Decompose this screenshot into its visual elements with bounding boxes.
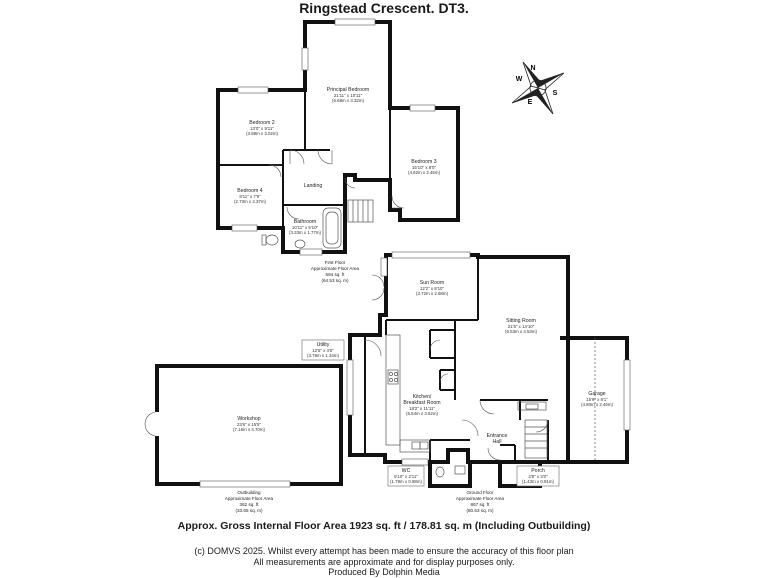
footer: (c) DOMVS 2025. Whilst every attempt has…	[0, 546, 768, 578]
utility-metric: (3.78m x 1.34m)	[307, 353, 340, 358]
outbuilding-sqft: 362 sq. ft	[240, 502, 260, 507]
kitchen-name-line2: Breakfast Room	[403, 400, 440, 406]
sun-room-name: Sun Room	[420, 280, 445, 286]
porch-metric: (1.43m x 0.91m)	[522, 479, 555, 484]
sitting-room-metric: (6.53m x 4.53m)	[505, 329, 538, 334]
sitting-room-imperial: 21'5" x 14'10"	[508, 324, 535, 329]
bathroom-metric: (3.33m x 1.77m)	[289, 230, 322, 235]
porch-imperial: 4'8" x 3'0"	[528, 474, 548, 479]
bedroom4-imperial: 8'11" x 7'9"	[239, 194, 261, 199]
wc-imperial: 5'10" x 2'11"	[394, 474, 418, 479]
compass-w: W	[516, 76, 523, 83]
ground-floor-plan: Sun Room 12'2" x 8'10" (3.72m x 2.68m) S…	[301, 251, 631, 513]
utility-imperial: 12'5" x 4'5"	[312, 348, 334, 353]
first-floor-plan: Principal Bedroom 21'11" x 10'11" (6.68m…	[216, 18, 460, 283]
ground-floor-sqm: (80.63 sq. m)	[466, 508, 494, 513]
wc-name: WC	[402, 468, 411, 474]
ground-floor-label: Ground Floor	[466, 490, 494, 495]
workshop-imperial: 23'6" x 15'5"	[237, 422, 262, 427]
compass-n: N	[530, 65, 535, 72]
footer-disclaimer: (c) DOMVS 2025. Whilst every attempt has…	[194, 546, 574, 556]
ground-floor-area-label: Approximate Floor Area	[456, 496, 505, 501]
landing-name: Landing	[304, 183, 323, 189]
outbuilding-sqm: (33.65 sq. m)	[235, 508, 263, 513]
garage-imperial: 15'9" x 8'1"	[586, 397, 608, 402]
bedroom4-name: Bedroom 4	[237, 188, 262, 194]
bedroom2-metric: (3.98m x 3.02m)	[246, 131, 279, 136]
garage-name: Garage	[588, 391, 605, 397]
utility-name: Utility	[317, 342, 330, 348]
sun-room-metric: (3.72m x 2.68m)	[416, 291, 449, 296]
porch-name: Porch	[531, 468, 545, 474]
compass-s: S	[553, 90, 558, 97]
principal-bedroom-metric: (6.68m x 3.32m)	[332, 98, 365, 103]
outbuilding-label: Outbuilding	[237, 490, 261, 495]
first-floor-area-label: Approximate Floor Area	[311, 266, 360, 271]
footer-measurements-note: All measurements are approximate and for…	[253, 556, 515, 567]
kitchen-imperial: 18'2" x 11'11"	[409, 406, 435, 411]
outbuilding-area-label: Approximate Floor Area	[225, 496, 274, 501]
entrance-hall-name-line1: Entrance	[487, 433, 508, 439]
sitting-room-name: Sitting Room	[506, 318, 536, 324]
garage-metric: (4.80m x 2.46m)	[581, 402, 614, 407]
kitchen-name-line1: Kitchen/	[413, 394, 432, 400]
kitchen-metric: (5.54m x 3.62m)	[406, 411, 439, 416]
bedroom3-name: Bedroom 3	[411, 159, 436, 165]
workshop-name: Workshop	[237, 416, 260, 422]
compass-rose-icon: N W E S	[511, 61, 565, 115]
ground-floor-sqft: 867 sq. ft	[471, 502, 491, 507]
bathroom-imperial: 10'11" x 5'10"	[292, 225, 319, 230]
sun-room-imperial: 12'2" x 8'10"	[420, 286, 445, 291]
footer-producer: Produced By Dolphin Media	[328, 567, 440, 577]
principal-bedroom-imperial: 21'11" x 10'11"	[334, 93, 363, 98]
outbuilding-plan: Workshop 23'6" x 15'5" (7.16m x 4.70m) O…	[144, 364, 343, 513]
compass-e: E	[528, 99, 533, 106]
bedroom2-imperial: 13'0" x 9'11"	[250, 126, 274, 131]
wc-metric: (1.79m x 0.88m)	[390, 479, 423, 484]
bathroom-name: Bathroom	[294, 219, 317, 225]
first-floor-label: First Floor	[325, 260, 346, 265]
bedroom4-metric: (2.73m x 2.37m)	[234, 199, 267, 204]
first-floor-sqft: 694 sq. ft	[326, 272, 346, 277]
entrance-hall-name-line2: Hall	[493, 439, 502, 445]
page-title: Ringstead Crescent. DT3.	[299, 0, 469, 16]
workshop-metric: (7.16m x 4.70m)	[233, 427, 266, 432]
total-floor-area: Approx. Gross Internal Floor Area 1923 s…	[177, 520, 591, 532]
first-floor-sqm: (64.53 sq. m)	[321, 278, 349, 283]
bedroom3-imperial: 15'10" x 8'0"	[412, 165, 437, 170]
bedroom3-metric: (4.82m x 2.45m)	[408, 170, 441, 175]
principal-bedroom-name: Principal Bedroom	[327, 87, 369, 93]
bedroom2-name: Bedroom 2	[249, 120, 274, 126]
